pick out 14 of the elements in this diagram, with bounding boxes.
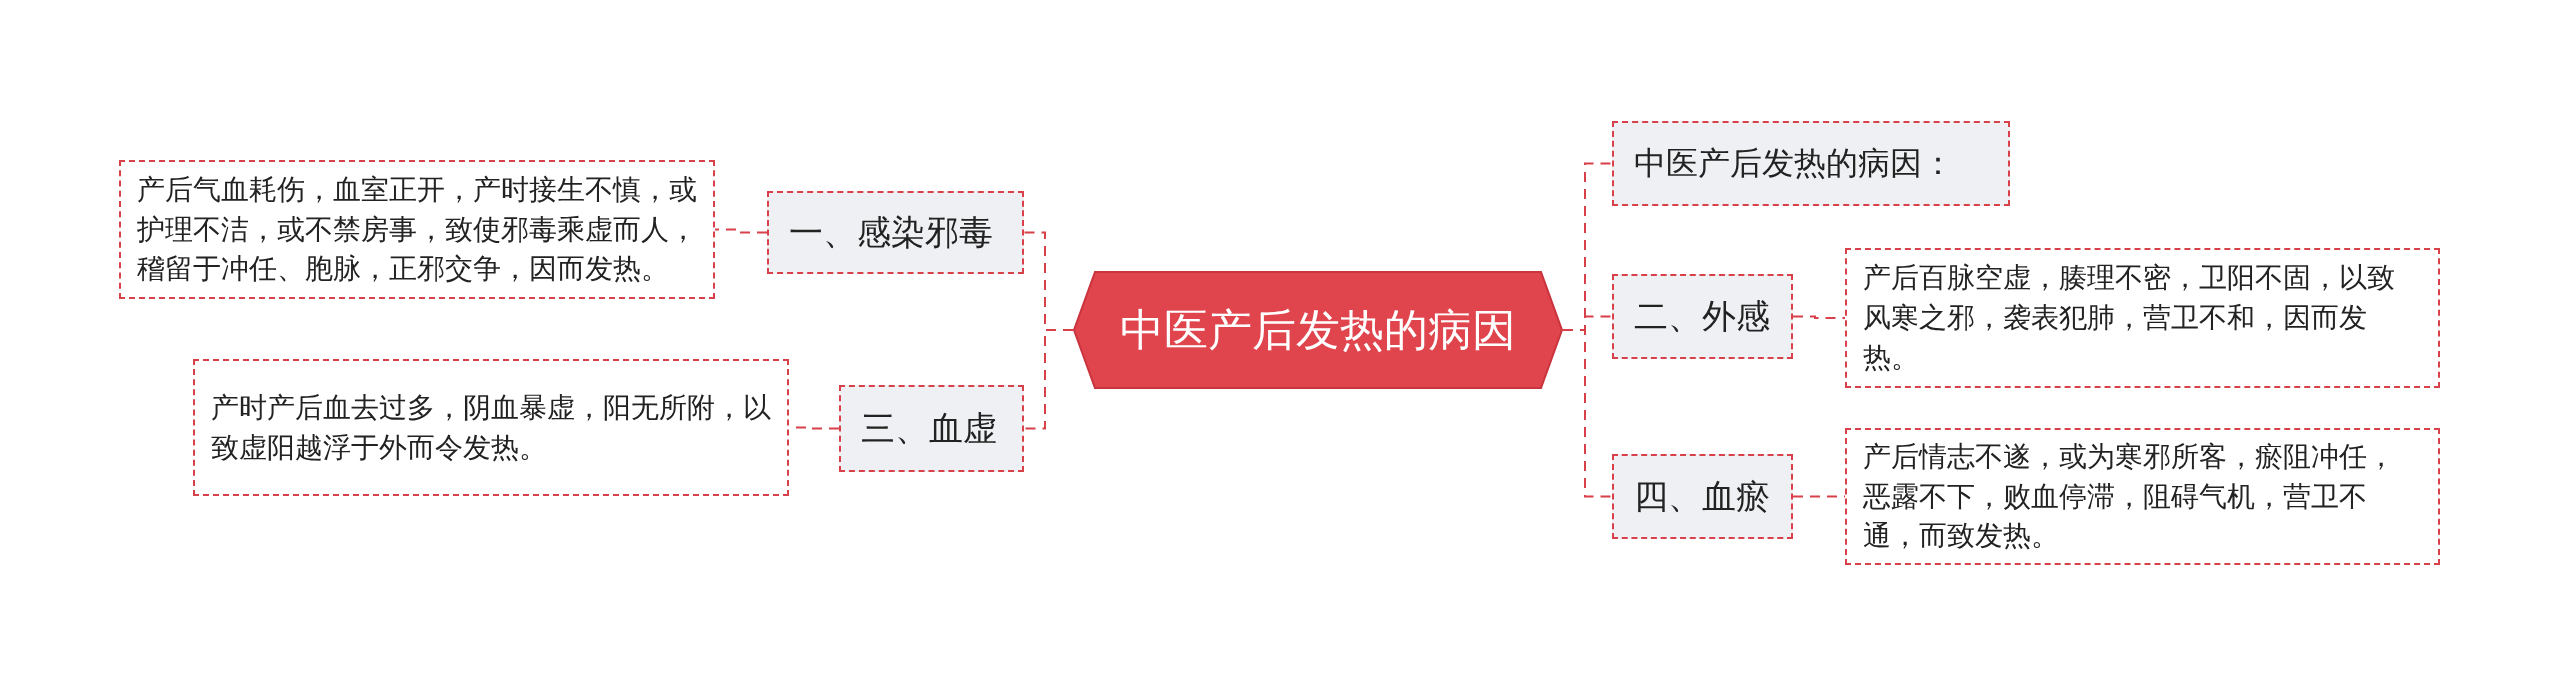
connector-line: [714, 228, 768, 234]
root-topic-text: 中医产后发热的病因: [1120, 302, 1516, 357]
topic-box: 一、感染邪毒: [767, 191, 1024, 274]
topic-box: 二、外感: [1612, 274, 1793, 359]
note-box: 产时产后血去过多，阴血暴虚，阳无所附，以致虚阳越浮于外而令发热。: [193, 359, 789, 496]
note-box: 产后气血耗伤，血室正开，产时接生不慎，或护理不洁，或不禁房事，致使邪毒乘虚而人，稽留于冲任、胞脉，正邪交争，因而发热。: [119, 160, 715, 299]
topic-box: 四、血瘀: [1612, 454, 1793, 539]
note-box: 产后情志不遂，或为寒邪所客，瘀阻冲任，恶露不下，败血停滞，阻碍气机，营卫不通，而致发热。: [1845, 428, 2440, 565]
note-box: 产后百脉空虚，腠理不密，卫阳不固，以致风寒之邪，袭表犯肺，营卫不和，因而发热。: [1845, 248, 2440, 388]
connector-line: [1792, 315, 1846, 319]
topic-box: 中医产后发热的病因：: [1612, 121, 2010, 206]
topic-box: 三、血虚: [839, 385, 1024, 472]
connector-line: [1023, 329, 1074, 430]
connector-line: [1562, 329, 1613, 498]
